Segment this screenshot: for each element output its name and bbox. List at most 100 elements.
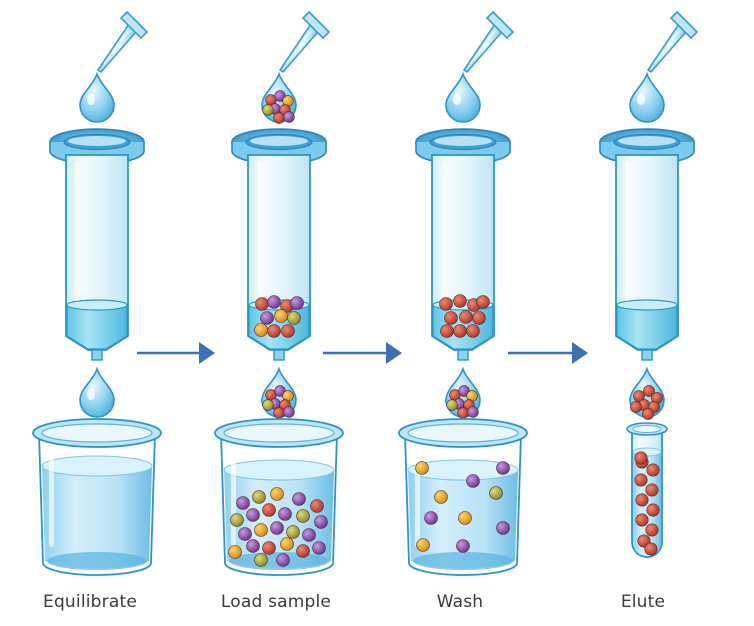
bead-icon <box>276 553 290 567</box>
bead-icon <box>434 490 448 504</box>
droplet-icon <box>445 366 481 419</box>
bead-icon <box>230 513 244 527</box>
bead-icon <box>246 508 260 522</box>
bead-icon <box>310 499 324 513</box>
pipette-icon <box>96 10 149 74</box>
bead-icon <box>255 297 269 311</box>
bead-icon <box>646 503 660 517</box>
step-label-load-sample: Load sample <box>220 592 332 612</box>
bead-icon <box>633 390 645 402</box>
bead-icon <box>238 527 252 541</box>
tube-icon <box>626 422 668 558</box>
column-icon <box>49 128 145 361</box>
bead-icon <box>281 324 295 338</box>
bead-icon <box>424 511 438 525</box>
bead-icon <box>643 385 655 397</box>
pipette-icon <box>462 10 515 74</box>
bead-icon <box>458 511 472 525</box>
column-icon <box>599 128 695 361</box>
bead-icon <box>635 513 649 527</box>
bead-icon <box>314 515 328 529</box>
bead-icon <box>267 295 281 309</box>
bead-icon <box>457 407 469 419</box>
pipette-icon <box>646 10 699 74</box>
bead-icon <box>645 523 659 537</box>
bead-icon <box>296 544 310 558</box>
bead-icon <box>459 310 473 324</box>
bead-icon <box>273 407 285 419</box>
bead-icon <box>312 541 326 555</box>
bead-icon <box>296 509 310 523</box>
bead-icon <box>228 545 242 559</box>
bead-icon <box>260 311 274 325</box>
bead-icon <box>278 507 292 521</box>
step-label-wash: Wash <box>436 592 484 612</box>
bead-icon <box>286 525 300 539</box>
bead-icon <box>416 538 430 552</box>
arrow-icon <box>137 342 215 364</box>
droplet-icon <box>629 366 665 420</box>
bead-icon <box>236 496 250 510</box>
bead-icon <box>453 324 467 338</box>
bead-icon <box>262 104 274 116</box>
bead-icon <box>292 492 306 506</box>
bead-icon <box>466 324 480 338</box>
droplet-icon <box>79 366 115 418</box>
bead-icon <box>246 539 260 553</box>
bead-icon <box>635 493 649 507</box>
bead-icon <box>262 399 274 411</box>
bead-icon <box>466 474 480 488</box>
bead-icon <box>262 503 276 517</box>
bead-icon <box>267 324 281 338</box>
bead-icon <box>496 461 510 475</box>
beaker-icon <box>398 418 528 576</box>
bead-icon <box>476 295 490 309</box>
arrow-icon <box>323 342 402 364</box>
bead-icon <box>444 311 458 325</box>
bead-icon <box>642 408 654 420</box>
bead-icon <box>645 483 659 497</box>
beaker-icon <box>214 418 344 576</box>
bead-icon <box>439 297 453 311</box>
beaker-icon <box>32 418 162 576</box>
column-icon <box>231 128 327 361</box>
bead-icon <box>302 528 316 542</box>
bead-icon <box>646 463 660 477</box>
bead-icon <box>415 461 429 475</box>
droplet-icon <box>629 71 665 123</box>
bead-icon <box>287 311 301 325</box>
bead-icon <box>254 523 268 537</box>
bead-icon <box>472 311 486 325</box>
bead-icon <box>254 553 268 567</box>
bead-icon <box>634 473 648 487</box>
bead-icon <box>274 309 288 323</box>
droplet-icon <box>261 366 297 419</box>
step-label-elute: Elute <box>620 592 666 612</box>
bead-icon <box>456 539 470 553</box>
bead-icon <box>446 399 458 411</box>
bead-icon <box>489 486 503 500</box>
bead-icon <box>283 406 295 418</box>
droplet-icon <box>79 71 115 123</box>
bead-icon <box>270 487 284 501</box>
bead-icon <box>252 490 266 504</box>
bead-icon <box>290 296 304 310</box>
column-icon <box>415 128 511 361</box>
bead-icon <box>630 401 642 413</box>
step-label-equilibrate: Equilibrate <box>43 592 137 612</box>
bead-icon <box>644 542 658 556</box>
bead-icon <box>440 324 454 338</box>
bead-icon <box>280 537 294 551</box>
droplet-icon <box>445 71 481 123</box>
bead-icon <box>273 112 285 124</box>
arrow-icon <box>508 342 588 364</box>
bead-icon <box>496 521 510 535</box>
bead-icon <box>262 541 276 555</box>
bead-icon <box>283 111 295 123</box>
bead-icon <box>453 294 467 308</box>
bead-icon <box>634 451 648 465</box>
bead-icon <box>467 406 479 418</box>
bead-icon <box>270 521 284 535</box>
pipette-icon <box>278 10 331 74</box>
